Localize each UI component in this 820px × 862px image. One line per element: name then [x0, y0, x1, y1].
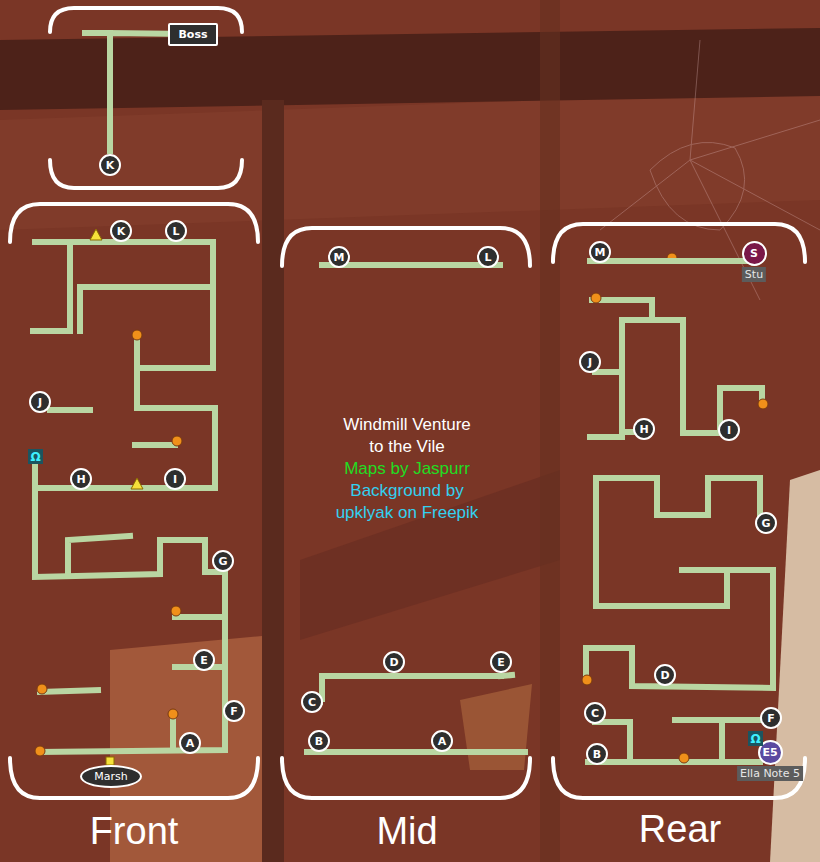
path-connector	[110, 33, 169, 154]
panel-name: Front	[90, 810, 179, 853]
marker-letter: K	[106, 159, 115, 172]
marker-letter: B	[593, 748, 601, 761]
marker-letter: H	[76, 473, 85, 486]
marker-caption: Ella Note 5	[737, 766, 803, 781]
marker-letter: F	[230, 705, 238, 718]
marker-letter: B	[315, 735, 323, 748]
marker-letter: M	[334, 251, 345, 264]
panel-name: Rear	[639, 808, 721, 851]
path-connector	[322, 673, 501, 702]
location-marker: H	[70, 468, 92, 490]
boss-box: Boss	[168, 23, 217, 46]
marker-caption: Stu	[742, 267, 766, 282]
path-connector	[339, 265, 488, 268]
warp-icon: Ω	[748, 731, 763, 746]
map-title: Windmill Venture to the Vile	[334, 414, 480, 458]
path-connector	[319, 749, 442, 755]
marker-letter: L	[484, 251, 491, 264]
location-marker: K	[110, 220, 132, 242]
location-marker: A	[179, 732, 201, 754]
location-marker: C	[301, 691, 323, 713]
marker-letter: K	[117, 225, 126, 238]
marker-letter: I	[173, 473, 177, 486]
marker-letter: A	[438, 735, 447, 748]
location-marker: E	[193, 649, 215, 671]
location-marker: B	[308, 730, 330, 752]
marker-letter: E	[200, 654, 208, 667]
location-marker: A	[431, 730, 453, 752]
marker-letter: Boss	[178, 28, 207, 41]
location-marker: J	[579, 351, 601, 373]
location-marker: M	[589, 241, 611, 263]
location-marker: L	[165, 220, 187, 242]
marker-letter: E5	[762, 746, 777, 759]
location-marker: G	[755, 512, 777, 534]
location-marker: B	[586, 743, 608, 765]
location-marker: M	[328, 246, 350, 268]
location-marker: F	[760, 707, 782, 729]
exit-oval: Marsh	[80, 765, 141, 788]
credit-text: Background by upklyak on Freepik	[334, 480, 480, 524]
marker-letter: A	[186, 737, 195, 750]
marker-letter: C	[591, 707, 599, 720]
location-marker: SStu	[742, 241, 767, 266]
panel-name: Mid	[376, 810, 437, 853]
warp-icon: Ω	[28, 449, 43, 464]
credits-block: Windmill Venture to the VileMaps by Jasp…	[334, 414, 480, 524]
marker-letter: G	[218, 555, 227, 568]
location-marker: D	[383, 651, 405, 673]
marker-letter: F	[767, 712, 775, 725]
location-marker: L	[477, 246, 499, 268]
location-marker: K	[99, 154, 121, 176]
marker-letter: S	[750, 247, 758, 260]
marker-letter: E	[497, 656, 505, 669]
marker-letter: D	[660, 669, 669, 682]
marker-letter: I	[727, 424, 731, 437]
path-connector	[600, 261, 754, 266]
marker-letter: L	[172, 225, 179, 238]
location-marker: I	[718, 419, 740, 441]
marker-letter: J	[588, 356, 592, 369]
marker-letter: D	[389, 656, 398, 669]
location-marker: I	[164, 468, 186, 490]
marker-letter: Marsh	[94, 770, 127, 783]
credit-text: Maps by Jaspurr	[334, 458, 480, 480]
marker-letter: J	[38, 396, 42, 409]
marker-letter: M	[595, 246, 606, 259]
marker-letter: H	[639, 423, 648, 436]
location-marker: H	[633, 418, 655, 440]
marker-letter: G	[761, 517, 770, 530]
location-marker: E	[490, 651, 512, 673]
location-marker: F	[223, 700, 245, 722]
marker-letter: C	[308, 696, 316, 709]
location-marker: C	[584, 702, 606, 724]
location-marker: D	[654, 664, 676, 686]
location-marker: J	[29, 391, 51, 413]
location-marker: G	[212, 550, 234, 572]
